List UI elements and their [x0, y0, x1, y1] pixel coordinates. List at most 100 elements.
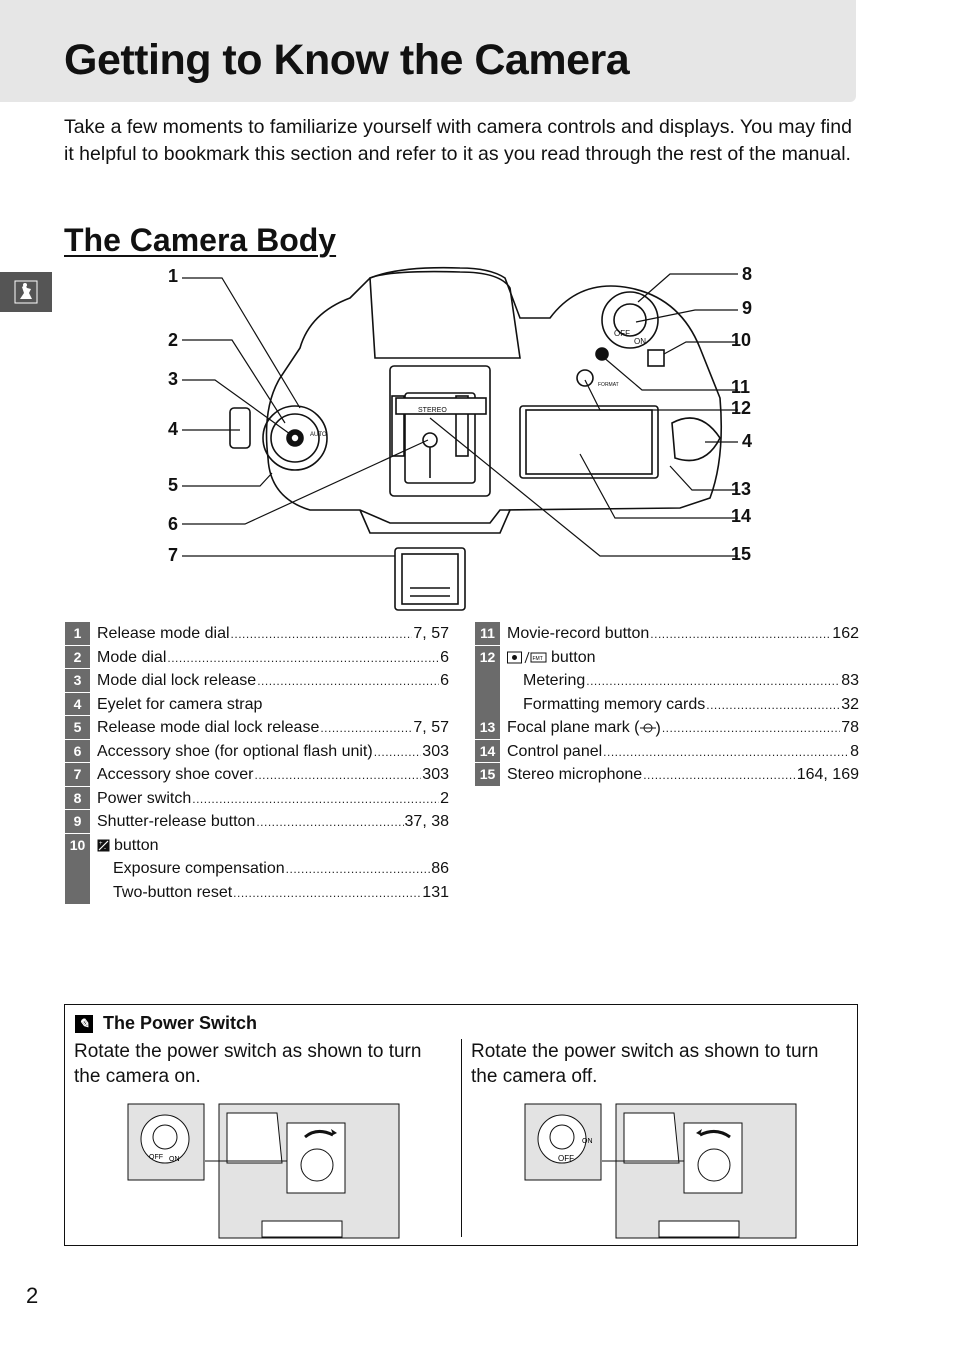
page-reference[interactable]: 164, 169: [796, 766, 859, 783]
page-reference[interactable]: 131: [422, 883, 449, 901]
part-number-badge: 15: [475, 763, 500, 787]
part-label: Exposure compensation: [113, 860, 285, 877]
page-reference[interactable]: 162: [832, 625, 859, 642]
callout-14: 14: [731, 506, 752, 526]
page-reference[interactable]: 37, 38: [404, 813, 449, 830]
part-number-badge: 12: [475, 645, 500, 669]
note-off-text: Rotate the power switch as shown to turn…: [471, 1041, 819, 1087]
part-label: Eyelet for camera strap: [97, 695, 263, 713]
svg-text:-: -: [104, 846, 106, 852]
page-reference[interactable]: 7, 57: [413, 719, 449, 736]
page-reference[interactable]: 8: [850, 742, 859, 760]
part-number-badge: 4: [65, 692, 90, 716]
part-label: Accessory shoe cover: [97, 766, 254, 783]
part-number-badge: [65, 880, 90, 904]
part-right-row: 12 FMT button: [475, 645, 859, 669]
callout-7: 7: [168, 545, 179, 565]
part-number-badge: 10: [65, 833, 90, 857]
auto-label: AUTO: [310, 432, 327, 438]
camera-top-illustration: STEREO OFF ON AUTO FORMAT: [182, 266, 738, 611]
callout-11: 11: [731, 377, 751, 397]
part-left-row: 1 Release mode dial 7, 57: [65, 622, 449, 646]
power-on-illustration: OFF ON: [127, 1103, 400, 1239]
section-title: The Camera Body: [64, 222, 337, 258]
part-label: Focal plane mark (: [507, 719, 640, 736]
part-right-row: 11 Movie-record button 162: [475, 622, 859, 646]
power-switch-note: ✎ The Power Switch Rotate the power swit…: [64, 1004, 858, 1246]
callout-13: 13: [731, 479, 752, 499]
part-left-row: Two-button reset 131: [65, 880, 449, 904]
part-number-badge: 9: [65, 810, 90, 834]
part-label: Mode dial lock release: [97, 672, 257, 689]
note-divider: [461, 1039, 462, 1237]
exposure-compensation-icon: +-: [97, 834, 110, 858]
part-number-badge: 11: [475, 622, 500, 646]
callout-4-right: 4: [742, 431, 753, 451]
part-label: Movie-record button: [507, 625, 650, 642]
part-label: Accessory shoe (for optional flash unit): [97, 742, 373, 760]
off-inset-off-label: OFF: [558, 1154, 574, 1163]
page-reference[interactable]: 7, 57: [413, 625, 449, 642]
page-reference[interactable]: 78: [841, 719, 859, 736]
part-number-badge: 1: [65, 622, 90, 646]
part-label: Control panel: [507, 742, 603, 760]
part-label: button: [551, 648, 596, 666]
callout-2: 2: [168, 330, 179, 350]
part-number-badge: 3: [65, 669, 90, 693]
page-reference[interactable]: 6: [440, 672, 449, 689]
part-number-badge: 13: [475, 716, 500, 740]
leader-dots: [257, 669, 439, 694]
page-title: Getting to Know the Camera: [64, 36, 630, 84]
callout-8: 8: [742, 264, 753, 284]
page-reference[interactable]: 303: [422, 766, 449, 783]
parts-list-left: 1 Release mode dial 7, 57 2 Mode dial 6 3 Mode …: [65, 622, 449, 904]
leader-dots: [255, 763, 422, 788]
chapter-tab[interactable]: [0, 272, 52, 312]
page-reference[interactable]: 83: [841, 672, 859, 689]
leader-dots: [706, 693, 840, 718]
part-label: Release mode dial: [97, 625, 230, 642]
part-label: Formatting memory cards: [523, 695, 706, 713]
power-off-label: OFF: [614, 329, 630, 338]
off-inset-on-label: ON: [582, 1138, 593, 1145]
power-on-label: ON: [634, 337, 646, 346]
callout-9: 9: [742, 298, 753, 318]
callout-10: 10: [731, 330, 752, 350]
camera-body-diagram: STEREO OFF ON AUTO FORMAT 1 2 3 4 5 6 7: [160, 258, 780, 620]
svg-text:+: +: [99, 841, 103, 847]
intro-paragraph: Take a few moments to familiarize yourse…: [64, 116, 852, 165]
svg-text:FMT: FMT: [533, 656, 543, 662]
page-reference[interactable]: 32: [841, 695, 859, 713]
callout-1: 1: [168, 266, 179, 286]
page-reference[interactable]: 86: [431, 860, 449, 877]
leader-dots: [286, 857, 431, 882]
note-on-text: Rotate the power switch as shown to turn…: [74, 1041, 422, 1087]
note-title: ✎ The Power Switch: [75, 1013, 257, 1034]
on-inset-on-label: ON: [169, 1156, 180, 1163]
pencil-note-icon: ✎: [75, 1014, 93, 1033]
part-label: Two-button reset: [113, 883, 233, 901]
leader-dots: [586, 669, 840, 694]
part-label: Mode dial: [97, 648, 167, 666]
title-band: [0, 0, 856, 102]
stereo-label: STEREO: [418, 407, 447, 414]
part-number-badge: [475, 692, 500, 716]
page-number: 2: [26, 1283, 39, 1308]
rooster-icon: [14, 280, 38, 304]
part-number-badge: 7: [65, 763, 90, 787]
part-right-row: Metering83: [475, 669, 859, 693]
part-left-row: 9 Shutter-release button 37, 38: [65, 810, 449, 834]
format-label: FORMAT: [598, 382, 619, 388]
page-reference[interactable]: 2: [440, 789, 449, 807]
part-label: Shutter-release button: [97, 813, 256, 830]
page-reference[interactable]: 6: [440, 648, 449, 666]
callout-4-left: 4: [168, 419, 179, 439]
leader-dots: [192, 787, 439, 812]
page-reference[interactable]: 303: [422, 742, 449, 760]
leader-dots: [256, 810, 403, 835]
